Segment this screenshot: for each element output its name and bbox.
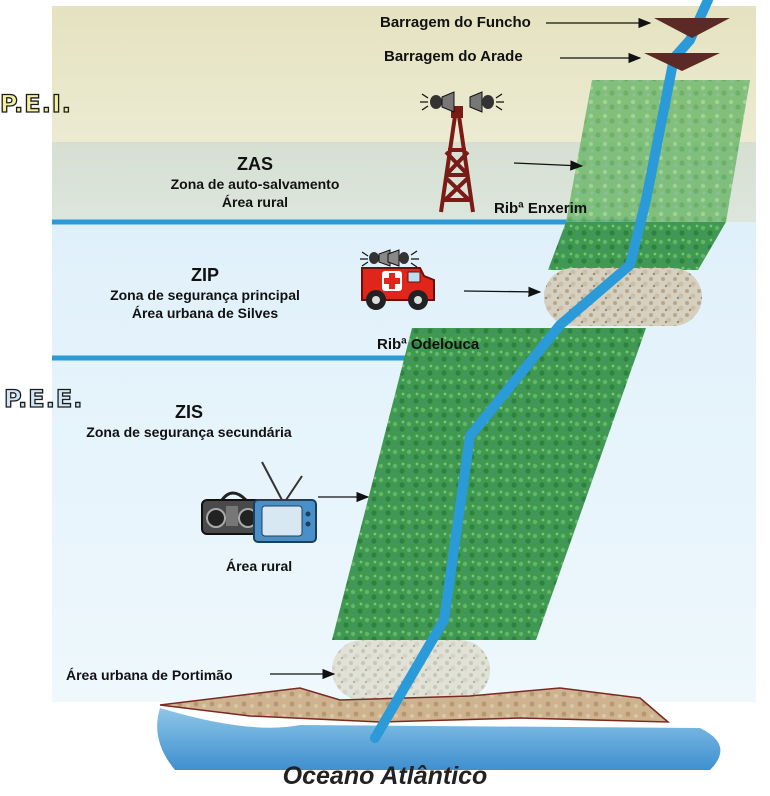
zis-line1: Zona de segurança secundária (86, 424, 292, 440)
dam-arade (644, 53, 720, 71)
shore-cliff (159, 687, 671, 723)
zas-line1: Zona de auto-salvamento (170, 176, 340, 192)
emergency-vehicle-icon (360, 249, 435, 310)
zip-code: ZIP (190, 265, 219, 285)
ocean-water (157, 708, 721, 770)
pei-label: P.E.I. (0, 89, 72, 118)
zas-line2: Área rural (221, 194, 289, 210)
enxerim-stream-label: Ribª Enxerim (494, 200, 588, 217)
zip-line1: Zona de segurança principal (110, 287, 300, 303)
zis-zone-label: ZIS Zona de segurança secundária (64, 402, 314, 441)
television-icon (253, 461, 317, 543)
siren-tower-icon (420, 91, 504, 213)
silves-urban-area (544, 268, 702, 326)
zip-line2: Área urbana de Silves (131, 305, 279, 321)
arrow-zip (463, 286, 542, 298)
zip-zone-label: ZIP Zona de segurança principal Área urb… (90, 265, 320, 322)
river (370, 0, 713, 743)
pee-label: P.E.E. (3, 384, 84, 413)
portimao-label: Área urbana de Portimão (66, 667, 233, 683)
arrow-zas (513, 160, 584, 171)
zas-code: ZAS (237, 154, 273, 174)
ocean-label: Oceano Atlântico (282, 762, 488, 790)
zis-code: ZIS (174, 402, 203, 422)
dam-funcho (654, 18, 730, 38)
odelouca-stream-label: Ribª Odelouca (377, 336, 480, 353)
zis-area-label: Área rural (226, 558, 293, 574)
corridor-zis (332, 328, 646, 640)
funcho-dam-label: Barragem do Funcho (380, 14, 531, 31)
arade-dam-label: Barragem do Arade (384, 48, 523, 65)
radio-icon (201, 491, 263, 535)
zas-zone-label: ZAS Zona de auto-salvamento Área rural (146, 154, 364, 211)
